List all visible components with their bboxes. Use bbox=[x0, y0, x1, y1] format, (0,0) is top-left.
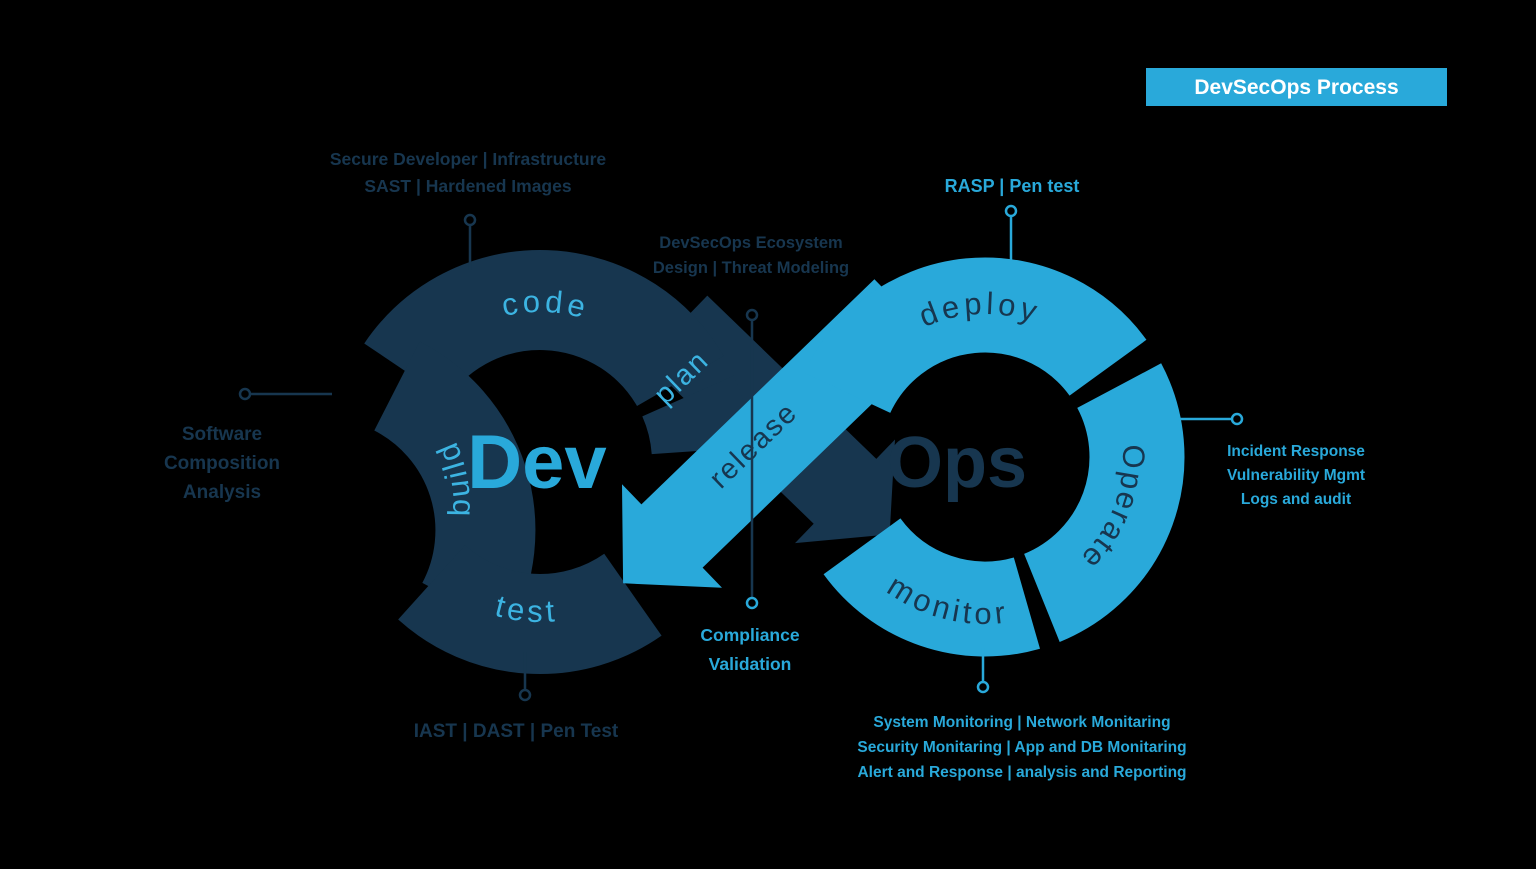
annotation-compliance: Compliance Validation bbox=[700, 625, 799, 674]
plan-segment bbox=[641, 375, 752, 456]
annotation-rasp: RASP | Pen test bbox=[945, 176, 1080, 196]
connector-dot bbox=[463, 213, 477, 227]
annotation-line: Secure Developer | Infrastructure bbox=[330, 149, 607, 169]
annotation-line: SAST | Hardened Images bbox=[364, 176, 571, 196]
annotation-monitoring: System Monitoring | Network Monitaring S… bbox=[857, 714, 1186, 781]
dev-ring bbox=[364, 250, 752, 674]
connector-secure-dev bbox=[463, 213, 477, 270]
annotation-line: Security Monitaring | App and DB Monitar… bbox=[857, 739, 1186, 756]
dev-label: Dev bbox=[467, 420, 606, 505]
code-segment bbox=[364, 250, 724, 408]
annotation-line: Incident Response bbox=[1227, 443, 1365, 460]
ops-ring bbox=[804, 257, 1185, 657]
connector-rasp bbox=[1004, 204, 1018, 261]
deploy-segment bbox=[804, 257, 1147, 415]
annotation-sca: Software Composition Analysis bbox=[164, 424, 280, 503]
connector-incident bbox=[1178, 412, 1244, 426]
annotation-line: RASP | Pen test bbox=[945, 176, 1080, 196]
test-label: test bbox=[492, 588, 560, 629]
connector-dot bbox=[745, 596, 759, 610]
annotation-line: Compliance bbox=[700, 625, 799, 645]
annotation-incident: Incident Response Vulnerability Mgmt Log… bbox=[1227, 443, 1365, 508]
connector-iast bbox=[518, 652, 532, 702]
connector-dot bbox=[1004, 204, 1018, 218]
title-banner: DevSecOps Process bbox=[1146, 68, 1447, 106]
annotation-secure-dev: Secure Developer | Infrastructure SAST |… bbox=[330, 149, 607, 196]
annotation-ecosystem: DevSecOps Ecosystem Design | Threat Mode… bbox=[653, 234, 849, 277]
annotation-line: System Monitoring | Network Monitaring bbox=[873, 714, 1170, 731]
annotation-line: Design | Threat Modeling bbox=[653, 259, 849, 277]
annotation-line: Validation bbox=[709, 654, 792, 674]
test-segment bbox=[398, 544, 662, 674]
connector-dot bbox=[518, 688, 532, 702]
annotation-line: Software bbox=[182, 424, 262, 445]
annotation-line: Composition bbox=[164, 453, 280, 474]
annotation-iast: IAST | DAST | Pen Test bbox=[414, 721, 619, 742]
connector-ecosystem-compliance bbox=[745, 308, 759, 610]
connector-dot bbox=[238, 387, 252, 401]
annotation-line: DevSecOps Ecosystem bbox=[659, 234, 842, 252]
monitor-segment bbox=[823, 517, 1040, 657]
operate-segment bbox=[1022, 363, 1185, 642]
title-banner-background bbox=[1146, 68, 1447, 106]
ops-label: Ops bbox=[887, 423, 1027, 503]
annotation-line: Alert and Response | analysis and Report… bbox=[857, 764, 1186, 781]
connector-sca bbox=[238, 387, 332, 401]
connector-monitoring bbox=[976, 648, 990, 694]
annotation-line: IAST | DAST | Pen Test bbox=[414, 721, 619, 742]
connector-dot bbox=[745, 308, 759, 322]
annotation-line: Logs and audit bbox=[1241, 491, 1351, 508]
connector-dot bbox=[1230, 412, 1244, 426]
page-title: DevSecOps Process bbox=[1194, 76, 1398, 99]
connector-dot bbox=[976, 680, 990, 694]
annotation-line: Vulnerability Mgmt bbox=[1227, 467, 1365, 484]
annotation-line: Analysis bbox=[183, 482, 261, 503]
